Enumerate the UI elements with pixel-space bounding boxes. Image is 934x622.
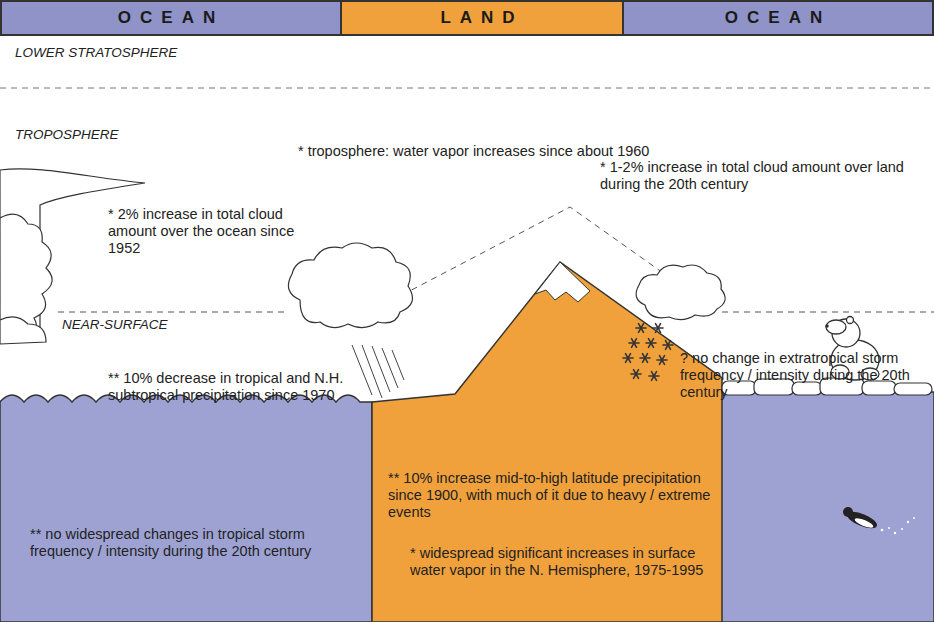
observation-note: * 2% increase in total cloud amount over… xyxy=(108,206,323,257)
ocean-band: OCEAN xyxy=(0,0,342,36)
observation-note: * widespread significant increases in su… xyxy=(410,545,710,579)
layer-boundary xyxy=(0,88,934,89)
layer-name: NEAR-SURFACE xyxy=(62,316,168,333)
observation-note: ? no change in extratropical storm frequ… xyxy=(680,350,926,401)
ocean-region: ** no widespread changes in tropical sto… xyxy=(0,440,372,622)
observation-note: ** 10% increase mid-to-high latitude pre… xyxy=(388,470,714,521)
snowflakes xyxy=(623,324,673,381)
band-title: LAND xyxy=(440,8,523,28)
land-band: LAND xyxy=(340,0,624,36)
ocean-water xyxy=(720,392,934,622)
ocean-water xyxy=(0,395,372,622)
observation-note: ** no widespread changes in tropical sto… xyxy=(30,526,330,560)
rain-cloud xyxy=(288,243,412,328)
band-title: OCEAN xyxy=(725,8,831,28)
penguin xyxy=(843,507,915,534)
layer-boundary xyxy=(722,312,934,313)
polar-bear xyxy=(825,324,829,328)
land-region: ** 10% increase mid-to-high latitude pre… xyxy=(372,440,722,622)
cumulonimbus-cloud xyxy=(0,214,52,344)
band-title: OCEAN xyxy=(118,8,224,28)
layer-name: TROPOSPHERE xyxy=(15,126,119,143)
observation-note: ** 10% decrease in tropical and N.H. sub… xyxy=(108,370,348,404)
ocean-band: OCEAN xyxy=(622,0,934,36)
snow-cloud xyxy=(636,265,725,320)
rain xyxy=(352,345,404,398)
layer-name: LOWER STRATOSPHERE xyxy=(15,44,177,61)
layer-boundary xyxy=(58,312,288,313)
observation-note: * troposphere: water vapor increases sin… xyxy=(298,143,778,160)
snow-cap xyxy=(535,262,590,302)
observation-note: * 1-2% increase in total cloud amount ov… xyxy=(600,159,918,193)
